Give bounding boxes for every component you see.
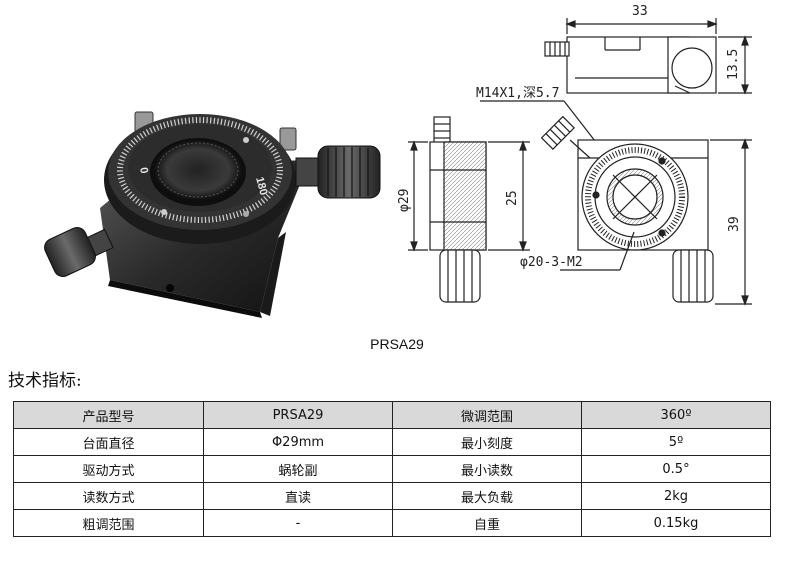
table-cell: PRSA29 <box>203 401 393 429</box>
table-cell: 5º <box>581 428 771 456</box>
dim-top-width: 33 <box>632 4 648 19</box>
table-cell: 驱动方式 <box>13 455 204 483</box>
dial-mark-0: 0 <box>137 166 150 174</box>
dim-side-diameter: φ29 <box>397 189 412 212</box>
dim-front-height: 39 <box>727 216 742 232</box>
dim-top-height: 13.5 <box>726 49 741 80</box>
table-row: 产品型号 PRSA29 微调范围 360º <box>13 401 771 429</box>
table-cell: - <box>203 509 393 537</box>
table-cell: 0.5° <box>581 455 771 483</box>
top-view-drawing <box>480 18 752 151</box>
section-heading: 技术指标: <box>8 371 82 391</box>
product-figure: 0 180 <box>44 4 752 318</box>
spec-table: 产品型号 PRSA29 微调范围 360º 台面直径 Φ29mm 最小刻度 5º… <box>13 401 771 537</box>
table-cell: 360º <box>581 401 771 429</box>
table-cell: 微调范围 <box>392 401 582 429</box>
dial-mark-180: 180 <box>253 176 269 197</box>
table-cell: 台面直径 <box>13 428 204 456</box>
table-cell: 2kg <box>581 482 771 510</box>
table-cell: 粗调范围 <box>13 509 204 537</box>
table-row: 驱动方式 蜗轮副 最小读数 0.5° <box>13 455 771 483</box>
dim-side-height: 25 <box>505 190 520 206</box>
side-view-drawing <box>408 116 530 303</box>
table-cell: 最大负载 <box>392 482 582 510</box>
table-cell: 直读 <box>203 482 393 510</box>
product-photo: 0 180 <box>44 111 381 318</box>
table-cell: 产品型号 <box>13 401 204 429</box>
table-row: 读数方式 直读 最大负载 2kg <box>13 482 771 510</box>
table-cell: 最小读数 <box>392 455 582 483</box>
table-row: 台面直径 Φ29mm 最小刻度 5º <box>13 428 771 456</box>
table-row: 粗调范围 - 自重 0.15kg <box>13 509 771 537</box>
table-cell: 0.15kg <box>581 509 771 537</box>
table-cell: 自重 <box>392 509 582 537</box>
dim-thread-label: M14X1,深5.7 <box>476 86 559 101</box>
table-cell: 读数方式 <box>13 482 204 510</box>
dim-holes-label: φ20-3-M2 <box>520 255 583 270</box>
table-cell: 蜗轮副 <box>203 455 393 483</box>
table-cell: 最小刻度 <box>392 428 582 456</box>
table-cell: Φ29mm <box>203 428 393 456</box>
front-view-drawing <box>540 115 752 306</box>
product-caption: PRSA29 <box>370 336 424 352</box>
